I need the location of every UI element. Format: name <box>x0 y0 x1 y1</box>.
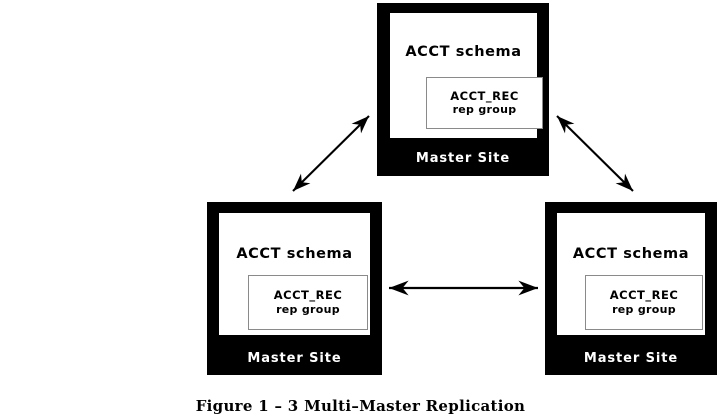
rep-group-name-bottom-left: ACCT_REC <box>273 288 343 303</box>
schema-area-bottom-left: ACCT schema ACCT_REC rep group <box>219 213 370 335</box>
rep-group-kind-bottom-left: rep group <box>276 302 340 316</box>
connection-arrow-top-to-bottom-right <box>556 115 634 192</box>
rep-group-kind-bottom-right: rep group <box>612 302 676 316</box>
rep-group-box-bottom-right: ACCT_REC rep group <box>585 275 703 330</box>
rep-group-box-bottom-left: ACCT_REC rep group <box>248 275 368 330</box>
site-caption-bottom-left: Master Site <box>247 351 342 366</box>
schema-label-bottom-right: ACCT schema <box>572 246 690 262</box>
rep-group-kind-top: rep group <box>452 103 517 117</box>
rep-group-name-top: ACCT_REC <box>450 88 519 103</box>
master-site-node-top: ACCT schema ACCT_REC rep group Master Si… <box>377 3 549 176</box>
site-caption-top: Master Site <box>415 151 511 166</box>
schema-area-top: ACCT schema ACCT_REC rep group <box>390 13 543 138</box>
rep-group-box-top: ACCT_REC rep group <box>426 77 543 129</box>
schema-label-bottom-left: ACCT schema <box>236 246 353 262</box>
rep-group-name-bottom-right: ACCT_REC <box>609 288 679 303</box>
schema-label-top: ACCT schema <box>405 44 522 60</box>
figure-caption: Figure 1 – 3 Multi–Master Replication <box>195 397 526 415</box>
site-caption-bottom-right: Master Site <box>583 351 679 366</box>
master-site-node-bottom-right: ACCT schema ACCT_REC rep group Master Si… <box>545 202 717 375</box>
schema-area-bottom-right: ACCT schema ACCT_REC rep group <box>557 213 705 335</box>
master-site-node-bottom-left: ACCT schema ACCT_REC rep group Master Si… <box>207 202 382 375</box>
connection-arrow-top-to-bottom-left <box>292 115 370 192</box>
